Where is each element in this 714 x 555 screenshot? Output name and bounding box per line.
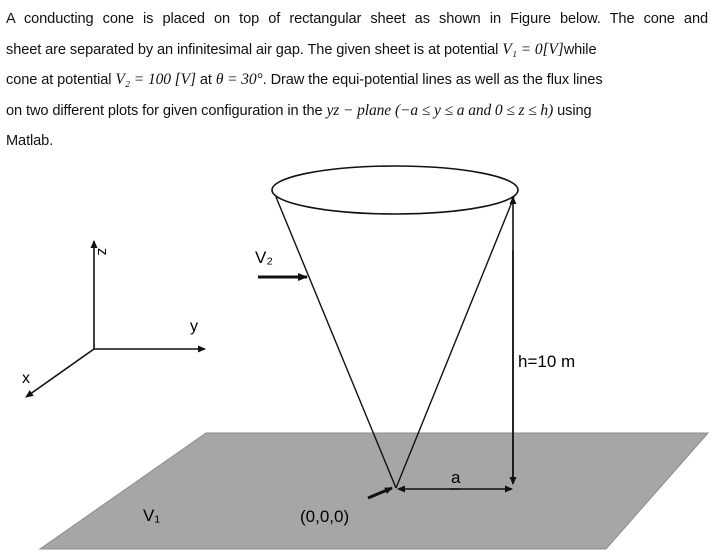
problem-line-2-text: sheet are separated by an infinitesimal …: [6, 41, 499, 58]
v2-label: V₂: [255, 248, 273, 267]
problem-line-4-text: on two different plots for given configu…: [6, 102, 323, 119]
z-axis-label: z: [94, 248, 111, 256]
origin-label: (0,0,0): [300, 507, 349, 526]
problem-line-2-tail: while: [563, 41, 597, 58]
problem-line-3: cone at potential V₂ = 100 [V] at θ = 30…: [6, 65, 708, 96]
x-axis-line: [25, 348, 95, 398]
problem-line-3-mid: at: [199, 72, 212, 88]
yz-plane-math: yz − plane: [326, 101, 392, 119]
problem-line-5: Matlab.: [6, 133, 54, 149]
problem-line-1: A conducting cone is placed on top of re…: [6, 11, 708, 27]
theta-math: θ = 30°: [215, 71, 263, 88]
v2-potential-math: V₂ = 100 [V]: [115, 71, 196, 88]
origin-pointer-arrow: [367, 486, 393, 500]
x-axis-label: x: [22, 370, 30, 387]
range-math: (−a ≤ y ≤ a and 0 ≤ z ≤ h): [395, 101, 554, 119]
problem-line-3-text: cone at potential: [6, 72, 112, 88]
v1-potential-math: V₁ = 0[V]: [502, 40, 564, 58]
problem-line-4-tail: using: [557, 102, 592, 119]
a-label: a: [451, 468, 461, 487]
problem-line-3-tail: . Draw the equi-potential lines as well …: [262, 72, 603, 88]
cone-left-edge: [275, 196, 397, 489]
problem-statement: A conducting cone is placed on top of re…: [6, 4, 708, 157]
rectangular-sheet: [38, 432, 710, 550]
cone-right-edge: [395, 196, 515, 489]
problem-line-4: on two different plots for given configu…: [6, 96, 708, 127]
v1-label: V₁: [143, 506, 160, 525]
coordinate-axes: z y x: [22, 240, 206, 398]
problem-line-2: sheet are separated by an infinitesimal …: [6, 35, 708, 66]
cone-top-ellipse: [271, 165, 519, 215]
y-axis-label: y: [190, 318, 198, 335]
height-label: h=10 m: [518, 352, 575, 371]
conducting-cone: [271, 165, 519, 489]
